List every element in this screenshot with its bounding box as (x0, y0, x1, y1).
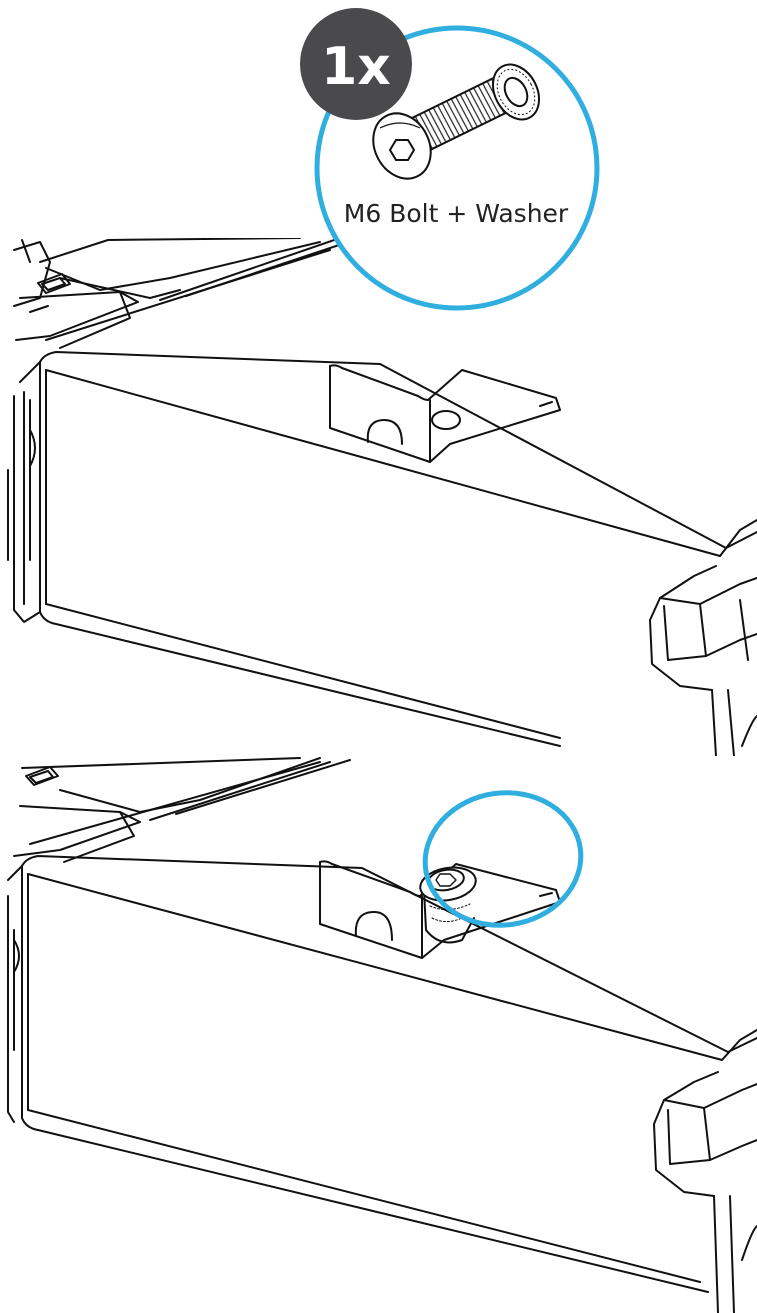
view-after-bolt (7, 757, 757, 1313)
main-tube (7, 249, 727, 747)
end-bracket (649, 519, 757, 756)
quantity-label: 1x (321, 37, 391, 97)
end-bracket (653, 1029, 757, 1313)
main-tube (7, 761, 729, 1293)
view-before-bolt (7, 238, 757, 756)
highlight-ring (422, 790, 584, 928)
part-callout: M6 Bolt + Washer 1x (300, 8, 600, 311)
frame-plate (13, 757, 351, 863)
square-slot (25, 766, 59, 786)
frame-plate (13, 238, 361, 349)
mounting-tab (329, 364, 561, 463)
part-label: M6 Bolt + Washer (344, 199, 569, 228)
bolt-with-washer-icon (372, 63, 541, 180)
quantity-badge (300, 8, 412, 120)
square-slot (37, 273, 71, 294)
